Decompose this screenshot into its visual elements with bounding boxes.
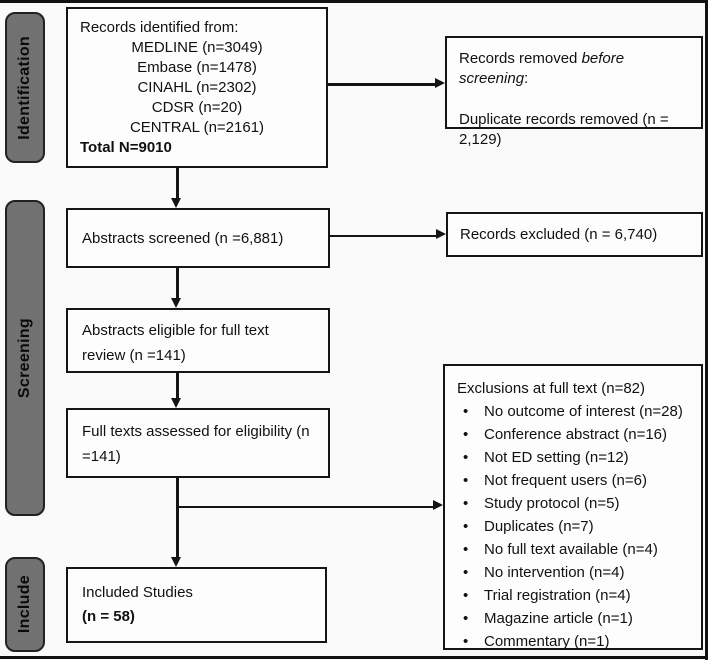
records-removed-body: Duplicate records removed (n = 2,129) <box>459 111 669 148</box>
arrowhead-down-icon <box>171 557 181 567</box>
exclusion-item: •Duplicates (n=7) <box>457 515 695 538</box>
exclusion-item: •Not ED setting (n=12) <box>457 446 695 469</box>
arrowhead-down-icon <box>171 398 181 408</box>
connector-fulltext-to-included <box>176 478 179 558</box>
connector-screened-to-eligible <box>176 268 179 299</box>
box-records-excluded: Records excluded (n = 6,740) <box>446 212 703 257</box>
arrowhead-down-icon <box>171 198 181 208</box>
records-identified-sources: MEDLINE (n=3049) Embase (n=1478) CINAHL … <box>80 38 314 138</box>
box-abstracts-screened: Abstracts screened (n =6,881) <box>66 208 330 268</box>
frame-right-line <box>705 0 708 660</box>
source-cdsr: CDSR (n=20) <box>151 99 243 116</box>
exclusion-item: •Magazine article (n=1) <box>457 607 695 630</box>
box-records-identified: Records identified from: MEDLINE (n=3049… <box>66 7 328 168</box>
connector-screened-to-excluded <box>330 234 437 237</box>
stage-label-include: Include <box>5 557 45 652</box>
full-texts-assessed-text: Full texts assessed for eligibility (n =… <box>82 423 310 465</box>
bullet-icon: • <box>463 541 469 558</box>
source-cinahl: CINAHL (n=2302) <box>137 79 257 96</box>
included-studies-count: (n = 58) <box>82 608 135 625</box>
box-full-texts-assessed: Full texts assessed for eligibility (n =… <box>66 408 330 478</box>
bullet-icon: • <box>463 518 469 535</box>
abstracts-eligible-text: Abstracts eligible for full text review … <box>82 322 269 364</box>
bullet-icon: • <box>463 495 469 512</box>
connector-eligible-to-fulltext <box>176 373 179 399</box>
exclusion-item: •No full text available (n=4) <box>457 538 695 561</box>
arrowhead-right-icon <box>436 229 446 239</box>
frame-top-line <box>0 0 708 3</box>
connector-identified-to-removed <box>328 83 436 86</box>
stage-label-screening: Screening <box>5 200 45 516</box>
exclusion-item: •Not frequent users (n=6) <box>457 469 695 492</box>
bullet-icon: • <box>463 472 469 489</box>
exclusion-item: •No outcome of interest (n=28) <box>457 400 695 423</box>
exclusion-item: •Commentary (n=1) <box>457 630 695 653</box>
bullet-icon: • <box>463 564 469 581</box>
bullet-icon: • <box>463 403 469 420</box>
connector-identified-to-screened <box>176 168 179 199</box>
arrowhead-right-icon <box>433 500 443 510</box>
arrowhead-right-icon <box>435 77 445 88</box>
connector-fulltext-to-exclusions <box>176 505 434 508</box>
exclusion-item: •Study protocol (n=5) <box>457 492 695 515</box>
stage-label-screening-text: Screening <box>16 317 33 399</box>
exclusion-item: •Trial registration (n=4) <box>457 584 695 607</box>
bullet-icon: • <box>463 449 469 466</box>
records-identified-intro: Records identified from: <box>80 19 239 36</box>
bullet-icon: • <box>463 633 469 650</box>
exclusions-title: Exclusions at full text (n=82) <box>457 380 646 397</box>
source-embase: Embase (n=1478) <box>137 59 257 76</box>
bullet-icon: • <box>463 426 469 443</box>
frame-bottom-line <box>0 656 708 659</box>
records-identified-total: Total N=9010 <box>80 139 172 156</box>
box-records-removed: Records removed before screening: Duplic… <box>445 36 703 148</box>
box-included-studies: Included Studies (n = 58) <box>66 567 327 643</box>
stage-label-identification: Identification <box>5 12 45 163</box>
box-abstracts-eligible: Abstracts eligible for full text review … <box>66 308 330 373</box>
source-central: CENTRAL (n=2161) <box>129 119 265 136</box>
bullet-icon: • <box>463 610 469 627</box>
records-removed-title: Records removed before screening: <box>459 50 625 87</box>
exclusion-item: •No intervention (n=4) <box>457 561 695 584</box>
bullet-icon: • <box>463 587 469 604</box>
included-studies-line1: Included Studies <box>82 584 193 601</box>
exclusion-item: •Conference abstract (n=16) <box>457 423 695 446</box>
spacer <box>459 89 689 110</box>
arrowhead-down-icon <box>171 298 181 308</box>
source-medline: MEDLINE (n=3049) <box>131 39 263 56</box>
records-excluded-text: Records excluded (n = 6,740) <box>460 226 658 243</box>
stage-label-include-text: Include <box>16 575 33 634</box>
stage-label-identification-text: Identification <box>16 35 33 140</box>
box-exclusions-full-text: Exclusions at full text (n=82) •No outco… <box>443 364 703 650</box>
abstracts-screened-text: Abstracts screened (n =6,881) <box>82 229 284 247</box>
